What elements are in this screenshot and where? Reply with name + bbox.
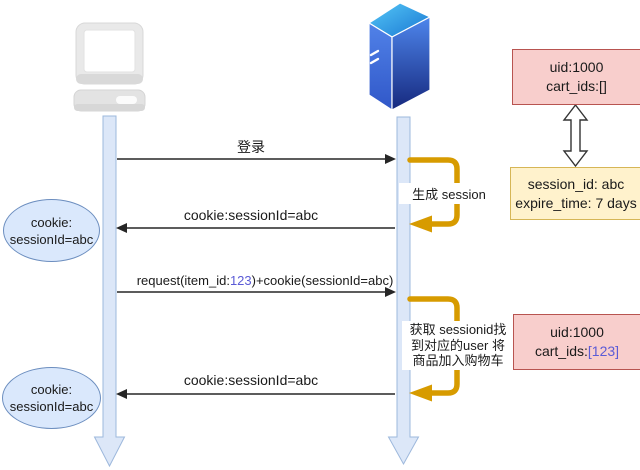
response-cookie-message-label: cookie:sessionId=abc — [183, 372, 319, 388]
cookie-note-2-line-2: sessionId=abc — [9, 399, 94, 414]
login-arrowhead — [385, 154, 396, 164]
set-cookie-message-label: cookie:sessionId=abc — [183, 207, 319, 223]
set-cookie-arrowhead — [116, 223, 127, 233]
handle-request-line-2: 到对应的user 将 — [411, 337, 505, 353]
generate-session-loop-arrowhead — [409, 215, 432, 233]
request-message-label: request(item_id:123)+cookie(sessionId=ab… — [100, 273, 430, 288]
handle-request-line-1: 获取 sessionid找 — [409, 322, 507, 337]
cookie-note-1-line-2: sessionId=abc — [9, 231, 94, 247]
handle-request-label: 获取 sessionid找 到对应的user 将 商品加入购物车 — [402, 321, 514, 370]
user-state-box-initial: uid:1000 cart_ids:[] — [512, 49, 640, 105]
handle-request-loop-arrowhead — [409, 384, 432, 402]
response-cookie-arrowhead — [116, 389, 127, 399]
user-updated-cart-prefix: cart_ids: — [534, 343, 588, 359]
handle-request-line-3: 商品加入购物车 — [412, 353, 504, 368]
cookie-note-ellipse-1: cookie: sessionId=abc — [3, 199, 100, 262]
user-updated-uid: uid:1000 — [550, 324, 604, 340]
user-initial-cart: cart_ids:[] — [546, 78, 607, 94]
login-message-label: 登录 — [237, 139, 265, 155]
user-state-box-updated: uid:1000 cart_ids:[123] — [513, 314, 640, 370]
request-prefix: request(item_id: — [136, 273, 230, 288]
cookie-note-ellipse-2: cookie: sessionId=abc — [2, 367, 101, 429]
server-lifeline — [387, 116, 420, 466]
state-sync-arrow — [562, 103, 589, 168]
session-expire-line: expire_time: 7 days — [515, 194, 637, 211]
request-suffix: )+cookie(sessionId=abc) — [251, 273, 394, 288]
session-id-line: session_id: abc — [527, 175, 625, 192]
request-arrowhead — [385, 287, 396, 297]
generate-session-label: 生成 session — [399, 183, 499, 204]
cookie-note-2-line-1: cookie: — [30, 382, 73, 397]
server-icon — [367, 2, 432, 112]
request-item-id: 123 — [229, 273, 252, 288]
user-updated-cart: cart_ids:[123] — [535, 342, 619, 361]
session-state-box: session_id: abc expire_time: 7 days — [510, 167, 640, 220]
user-initial-uid: uid:1000 — [549, 59, 604, 75]
user-updated-cart-value: [123] — [587, 343, 620, 359]
computer-icon — [73, 22, 146, 112]
client-lifeline — [93, 115, 126, 468]
cookie-note-1-line-1: cookie: — [30, 214, 73, 230]
